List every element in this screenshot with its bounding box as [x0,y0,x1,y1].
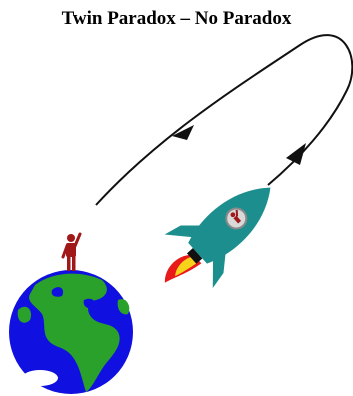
trajectory-path [96,35,352,205]
earth-globe-icon [9,270,133,394]
waving-twin-icon [63,234,80,271]
arrowhead-icon [286,143,306,165]
